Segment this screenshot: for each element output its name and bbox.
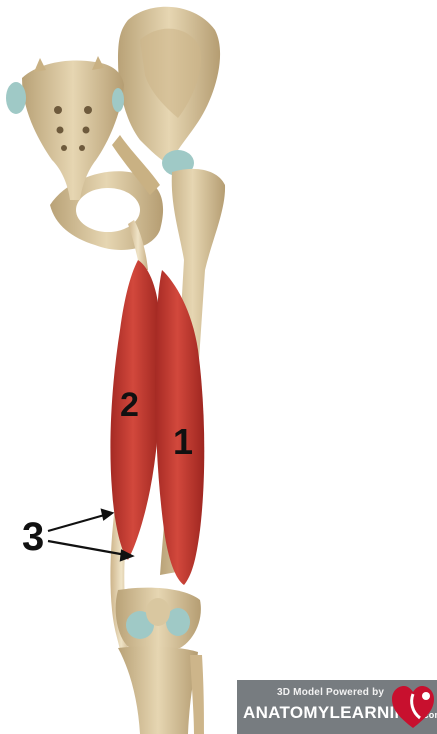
heart-logo-icon bbox=[390, 682, 436, 732]
lower-leg-bones bbox=[118, 646, 204, 734]
sacroiliac-cartilage-right bbox=[112, 88, 124, 112]
muscle-2-label: 2 bbox=[120, 388, 139, 422]
watermark-line1: 3D Model Powered by bbox=[277, 687, 384, 698]
muscle-1-label: 1 bbox=[173, 424, 193, 460]
watermark-badge: 3D Model Powered by ANATOMYLEARNING.com bbox=[237, 680, 437, 734]
knee-joint bbox=[116, 588, 201, 648]
sacroiliac-cartilage-left bbox=[6, 82, 26, 114]
tendon-3-label: 3 bbox=[22, 517, 44, 557]
